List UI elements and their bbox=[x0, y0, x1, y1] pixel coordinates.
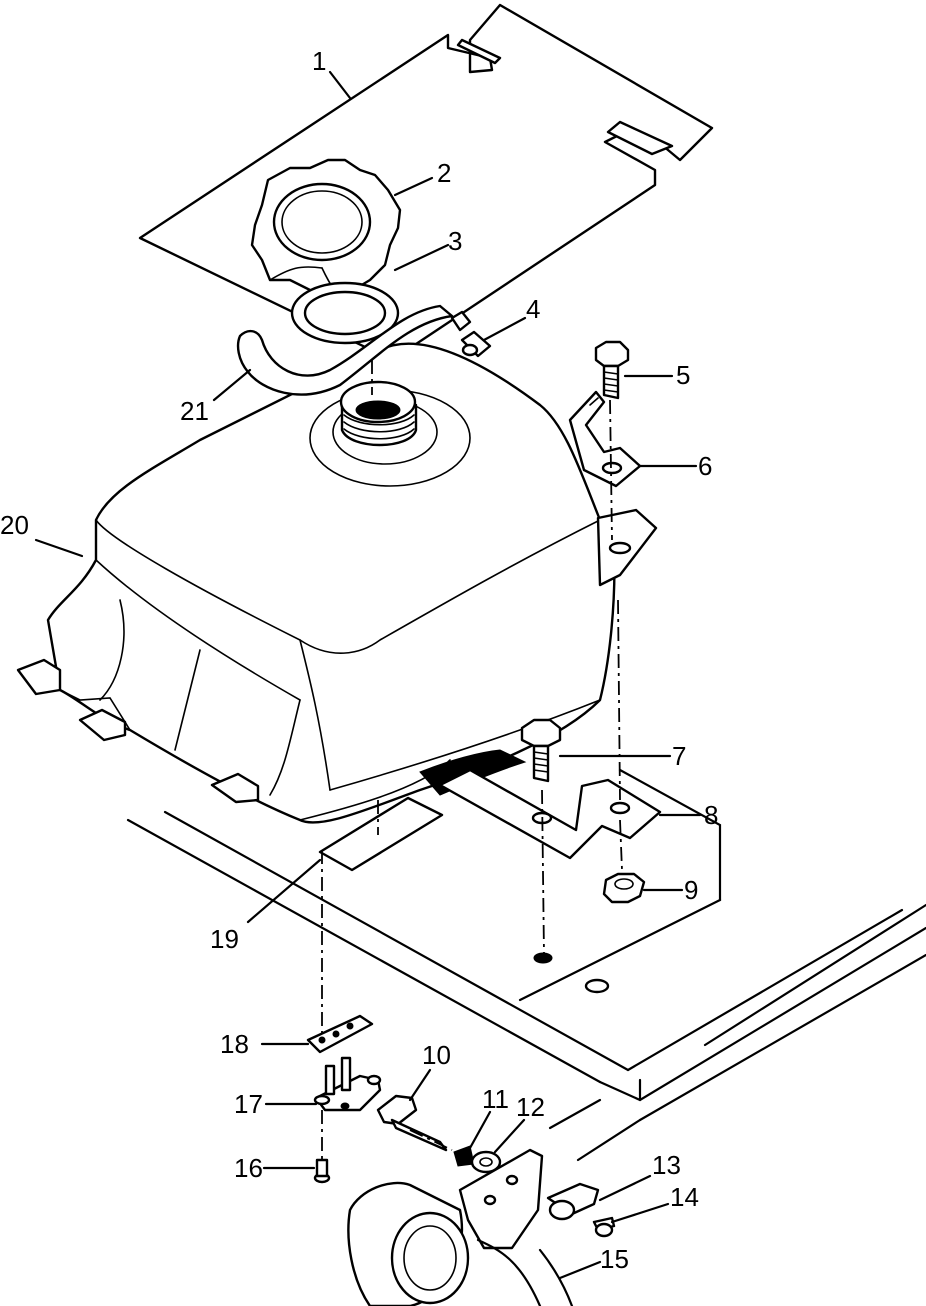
bolt-upper bbox=[594, 340, 630, 400]
callout-9: 9 bbox=[684, 875, 698, 905]
callout-3: 3 bbox=[448, 226, 462, 256]
alignment-lines bbox=[321, 360, 623, 1160]
callout-1: 1 bbox=[312, 46, 326, 76]
leader-lines bbox=[34, 70, 702, 1280]
valve-washer bbox=[470, 1150, 502, 1174]
frame-mount-hole bbox=[533, 952, 553, 964]
callout-6: 6 bbox=[698, 451, 712, 481]
callout-21: 21 bbox=[180, 396, 209, 426]
vent-hose bbox=[236, 304, 454, 396]
screw-small bbox=[313, 1158, 331, 1184]
heat-shield-pad bbox=[138, 3, 714, 362]
fuel-tank bbox=[16, 342, 658, 824]
callout-15: 15 bbox=[600, 1244, 629, 1274]
callout-13: 13 bbox=[652, 1150, 681, 1180]
rubber-mount bbox=[347, 1181, 574, 1306]
hex-nut bbox=[602, 872, 646, 904]
callout-8: 8 bbox=[704, 800, 718, 830]
callout-7: 7 bbox=[672, 741, 686, 771]
hose-fitting bbox=[450, 310, 492, 358]
screw-knob bbox=[592, 1216, 616, 1238]
callout-19: 19 bbox=[210, 924, 239, 954]
tank-mount-hole bbox=[608, 541, 632, 555]
cap-gasket bbox=[290, 281, 400, 345]
frame-hole bbox=[584, 978, 610, 994]
tank-tab-front bbox=[78, 708, 127, 742]
mount-plate bbox=[458, 1148, 544, 1250]
callout-18: 18 bbox=[220, 1029, 249, 1059]
callout-5: 5 bbox=[676, 360, 690, 390]
callout-11: 11 bbox=[482, 1084, 509, 1114]
callout-12: 12 bbox=[516, 1092, 545, 1122]
tank-tab-left bbox=[16, 658, 62, 696]
tank-bracket bbox=[568, 390, 642, 488]
frame-rail bbox=[126, 768, 926, 1162]
callout-20: 20 bbox=[0, 510, 29, 540]
bolt-lower bbox=[520, 718, 562, 783]
knob bbox=[546, 1182, 600, 1221]
tank-tab-rear bbox=[210, 772, 260, 804]
callout-16: 16 bbox=[234, 1153, 263, 1183]
callout-2: 2 bbox=[437, 158, 451, 188]
callout-14: 14 bbox=[670, 1182, 699, 1212]
petcock-plate bbox=[306, 1014, 374, 1054]
fuel-valve bbox=[313, 1056, 382, 1112]
callout-17: 17 bbox=[234, 1089, 263, 1119]
mounting-bracket bbox=[438, 768, 662, 860]
callout-labels: 1 2 3 4 5 6 7 8 9 10 11 12 13 14 15 16 1… bbox=[0, 46, 718, 1274]
callout-4: 4 bbox=[526, 294, 540, 324]
callout-10: 10 bbox=[422, 1040, 451, 1070]
fuel-cap bbox=[250, 158, 402, 311]
